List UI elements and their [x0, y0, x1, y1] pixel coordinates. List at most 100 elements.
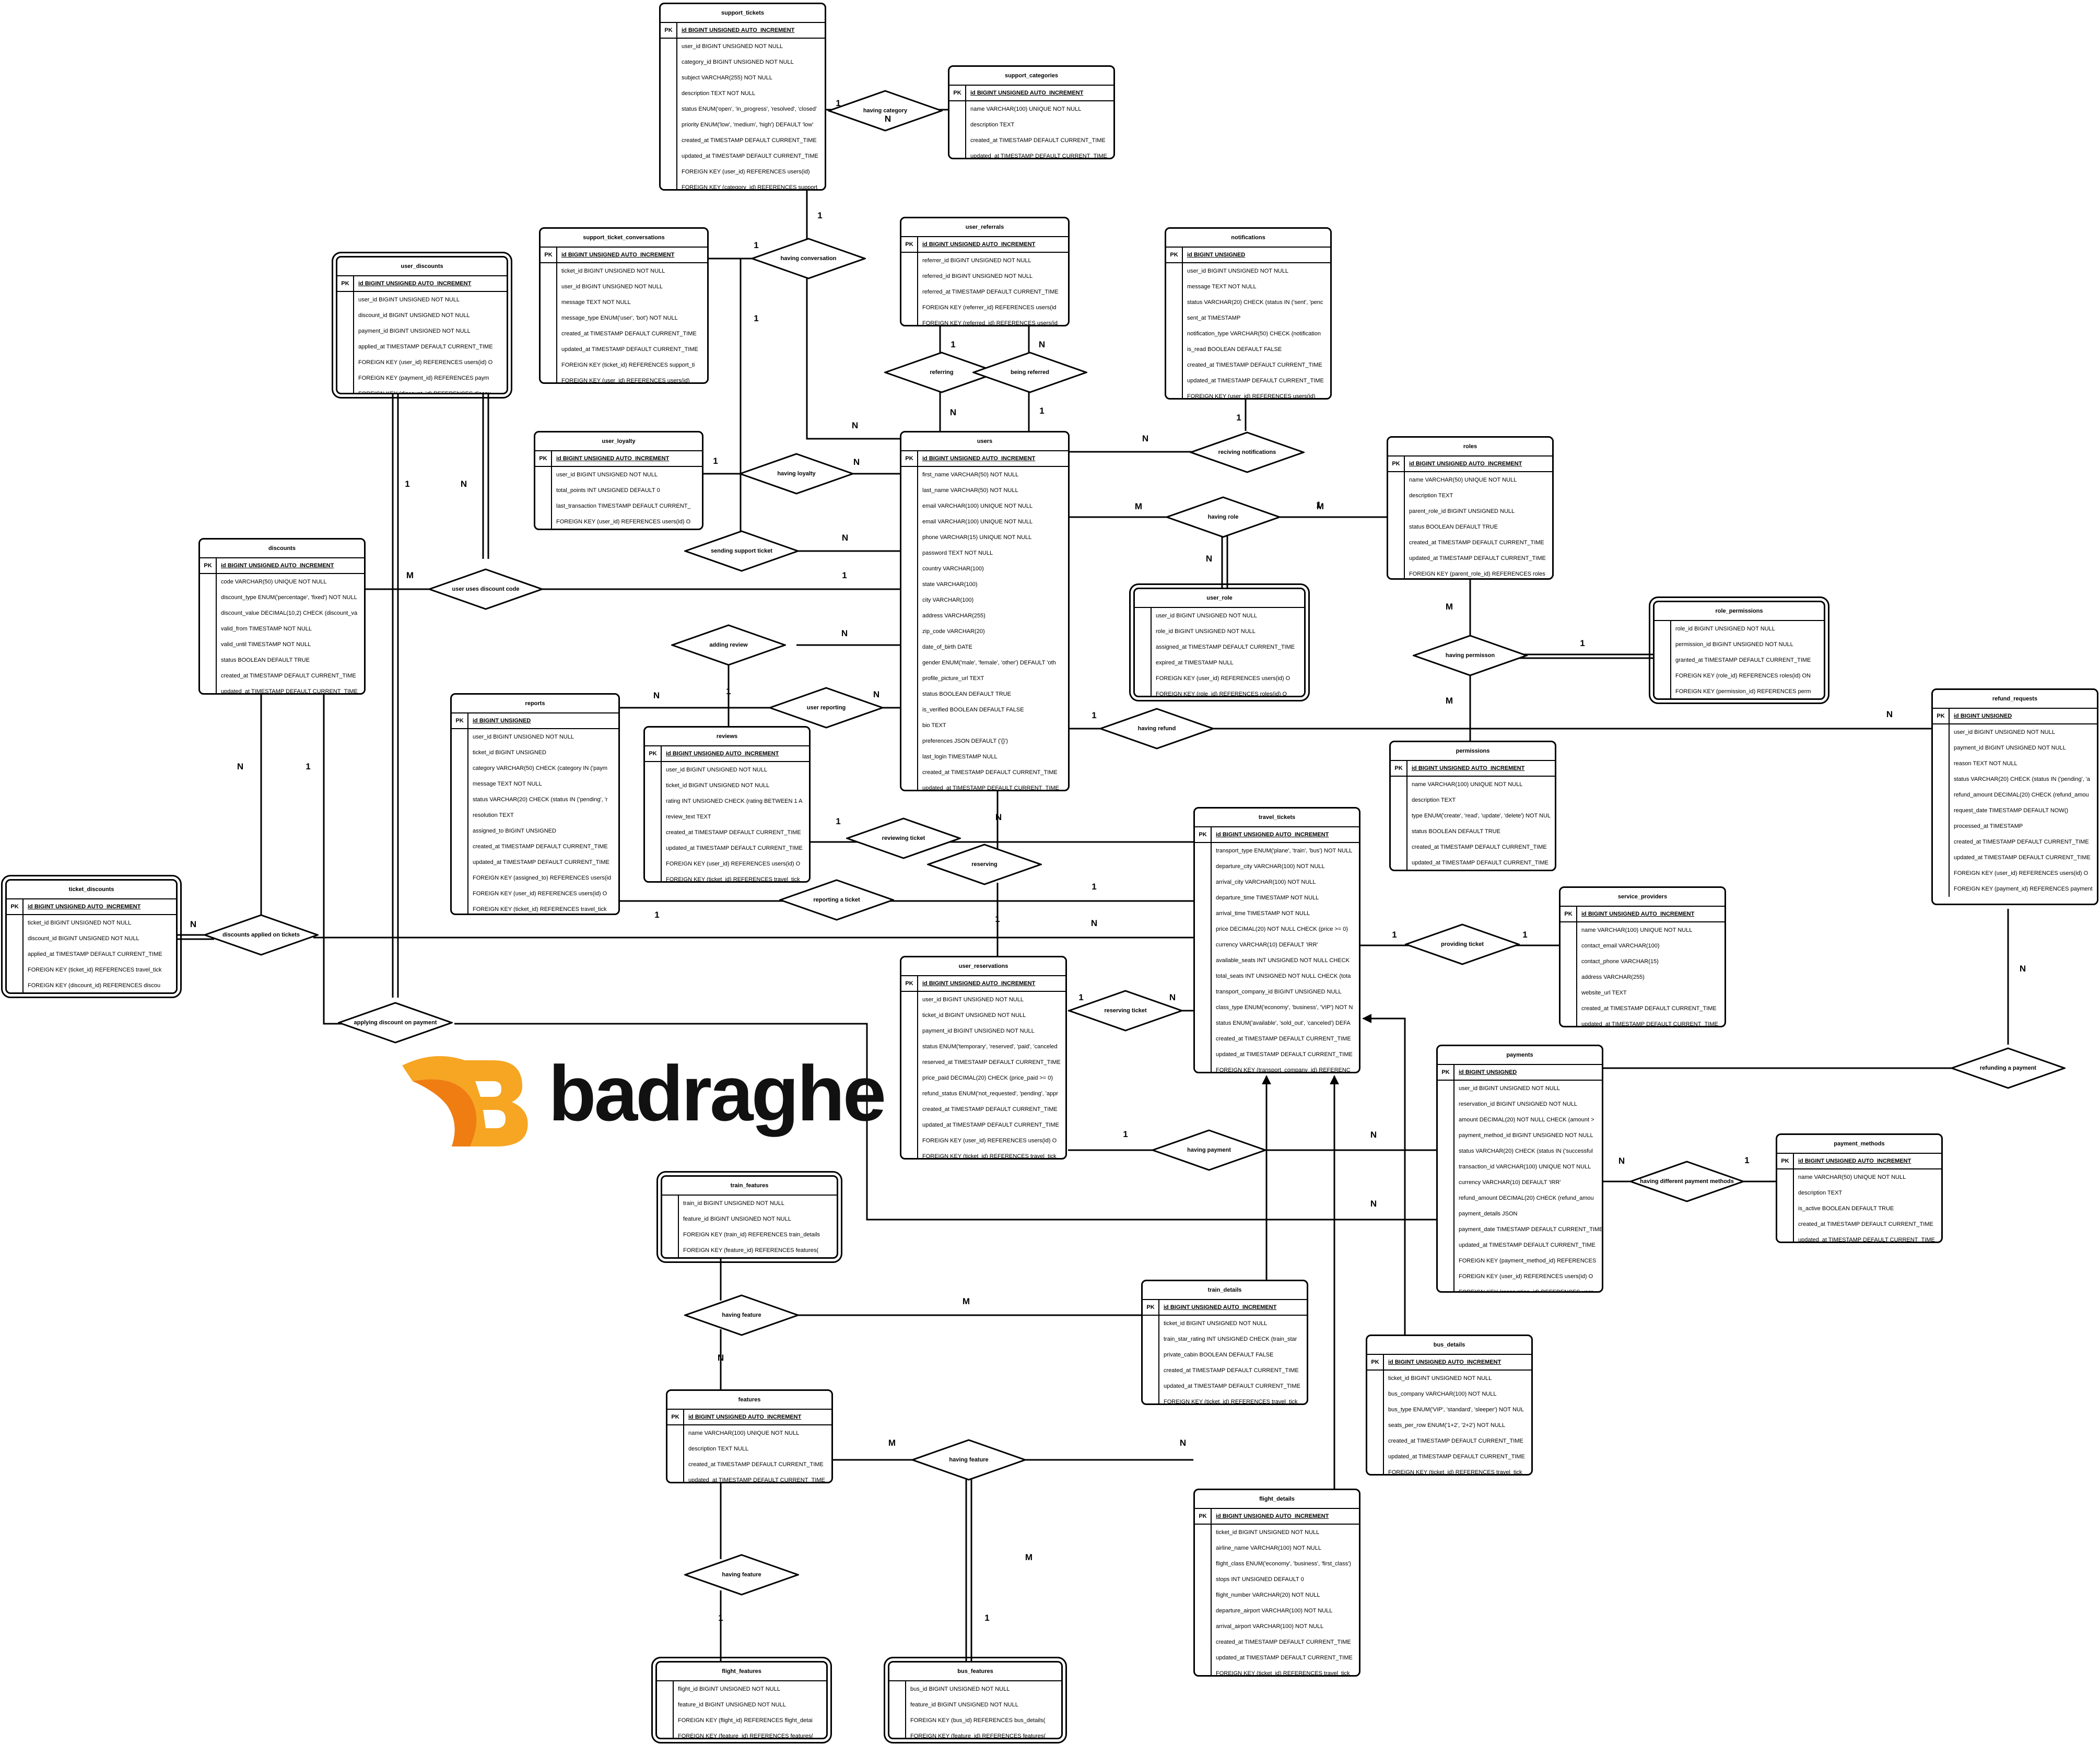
pk-marker: PK: [1391, 761, 1407, 776]
relationship-applying-discount-on-payment[interactable]: applying discount on payment: [338, 1002, 453, 1044]
entity-field: feature_id BIGINT UNSIGNED NOT NULL: [673, 1697, 826, 1713]
cardinality-label: N: [1142, 434, 1149, 443]
relationship-label: reciving notifications: [1218, 449, 1276, 455]
pk-marker: PK: [949, 86, 966, 100]
entity-field: referred_id BIGINT UNSIGNED NOT NULL: [917, 268, 1068, 284]
relationship-having-conversation[interactable]: having conversation: [751, 238, 866, 279]
relationship-reciving-notifications[interactable]: reciving notifications: [1190, 431, 1305, 473]
entity-title: bus_details: [1367, 1336, 1531, 1355]
entity-field: discount_id BIGINT UNSIGNED NOT NULL: [353, 308, 507, 323]
entity-field: created_at TIMESTAMP DEFAULT CURRENT_TIM…: [1211, 1634, 1359, 1650]
entity-field: ticket_id BIGINT UNSIGNED NOT NULL: [556, 263, 707, 279]
primary-key-field: id BIGINT UNSIGNED AUTO_INCREMENT: [561, 252, 675, 258]
pk-marker: PK: [901, 237, 918, 252]
entity-field: airline_name VARCHAR(100) NOT NULL: [1211, 1540, 1359, 1556]
cardinality-label: M: [962, 1296, 970, 1306]
relationship-sending-support-ticket[interactable]: sending support ticket: [684, 530, 799, 572]
relationship-discounts-applied-on-tickets[interactable]: discounts applied on tickets: [204, 914, 319, 956]
relationship-having-feature-middle[interactable]: having feature: [911, 1439, 1026, 1481]
entity-field: email VARCHAR(100) UNIQUE NOT NULL: [917, 498, 1068, 514]
entity-field: FOREIGN KEY (role_id) REFERENCES roles(i…: [1670, 668, 1824, 684]
relationship-reserving[interactable]: reserving: [927, 844, 1042, 885]
relationship-having-permisson[interactable]: having permisson: [1413, 635, 1528, 676]
relationship-having-loyalty[interactable]: having loyalty: [739, 453, 854, 495]
pk-marker: PK: [1933, 709, 1950, 723]
entity-field: parent_role_id BIGINT UNSIGNED NULL: [1404, 504, 1552, 519]
entity-title: ticket_discounts: [7, 881, 176, 899]
entity-field: FOREIGN KEY (user_id) REFERENCES users(i…: [467, 886, 618, 902]
relationship-adding-review[interactable]: adding review: [671, 624, 786, 666]
entity-field: FOREIGN KEY (reservation_id) REFERENCES …: [1453, 1284, 1602, 1291]
entity-field: category_id BIGINT UNSIGNED NOT NULL: [676, 54, 825, 70]
relationship-having-feature-train[interactable]: having feature: [684, 1294, 799, 1336]
relationship-user-reporting[interactable]: user reporting: [769, 687, 884, 729]
relationship-having-feature-bottom[interactable]: having feature: [684, 1554, 799, 1596]
relationship-having-refund[interactable]: having refund: [1099, 708, 1214, 750]
entity-field: seats_per_row ENUM('1+2', '2+2') NOT NUL…: [1383, 1418, 1531, 1433]
relationship-label: refunding a payment: [1979, 1065, 2037, 1071]
entity-field: FOREIGN KEY (referred_id) REFERENCES use…: [917, 315, 1068, 325]
relationship-reporting-a-ticket[interactable]: reporting a ticket: [779, 879, 894, 921]
primary-key-field: id BIGINT UNSIGNED: [1954, 713, 2012, 719]
relationship-providing-ticket[interactable]: providing ticket: [1405, 923, 1520, 965]
entity-field: priority ENUM('low', 'medium', 'high') D…: [676, 117, 825, 133]
relationship-reviewing-ticket[interactable]: reviewing ticket: [846, 817, 961, 859]
relationship-user-uses-discount-code[interactable]: user uses discount code: [428, 568, 543, 610]
cardinality-label: 1: [718, 1613, 723, 1623]
entity-field: FOREIGN KEY (role_id) REFERENCES roles(i…: [1151, 686, 1304, 696]
primary-key-field: id BIGINT UNSIGNED AUTO_INCREMENT: [970, 90, 1084, 96]
cardinality-label: 1: [842, 570, 847, 580]
relationship-having-different-payment-methods[interactable]: having different payment methods: [1629, 1161, 1744, 1202]
entity-field: FOREIGN KEY (category_id) REFERENCES sup…: [676, 180, 825, 189]
relationship-label: referring: [930, 369, 954, 376]
entity-field: updated_at TIMESTAMP DEFAULT CURRENT_TIM…: [1406, 855, 1555, 870]
relationship-having-role[interactable]: having role: [1166, 496, 1281, 538]
relationship-referring[interactable]: referring: [884, 352, 999, 393]
relationship-having-payment[interactable]: having payment: [1152, 1129, 1266, 1171]
pk-marker: PK: [1195, 1509, 1212, 1524]
entity-field: currency VARCHAR(10) DEFAULT 'IRR': [1453, 1175, 1602, 1190]
relationship-label: having loyalty: [777, 471, 816, 477]
relationship-refunding-a-payment[interactable]: refunding a payment: [1951, 1047, 2066, 1089]
relationship-being-referred[interactable]: being referred: [972, 352, 1087, 393]
primary-key-field: id BIGINT UNSIGNED AUTO_INCREMENT: [1798, 1158, 1911, 1164]
relationship-reserving-ticket[interactable]: reserving ticket: [1068, 990, 1183, 1032]
entity-field: FOREIGN KEY (user_id) REFERENCES users(i…: [1949, 865, 2097, 881]
entity-field: created_at TIMESTAMP DEFAULT CURRENT_TIM…: [1404, 535, 1552, 551]
primary-key-field: id BIGINT UNSIGNED AUTO_INCREMENT: [922, 980, 1036, 987]
entity-field: address VARCHAR(255): [917, 608, 1068, 624]
entity-field: assigned_to BIGINT UNSIGNED: [467, 823, 618, 839]
relationship-having-category[interactable]: having category: [828, 90, 943, 132]
